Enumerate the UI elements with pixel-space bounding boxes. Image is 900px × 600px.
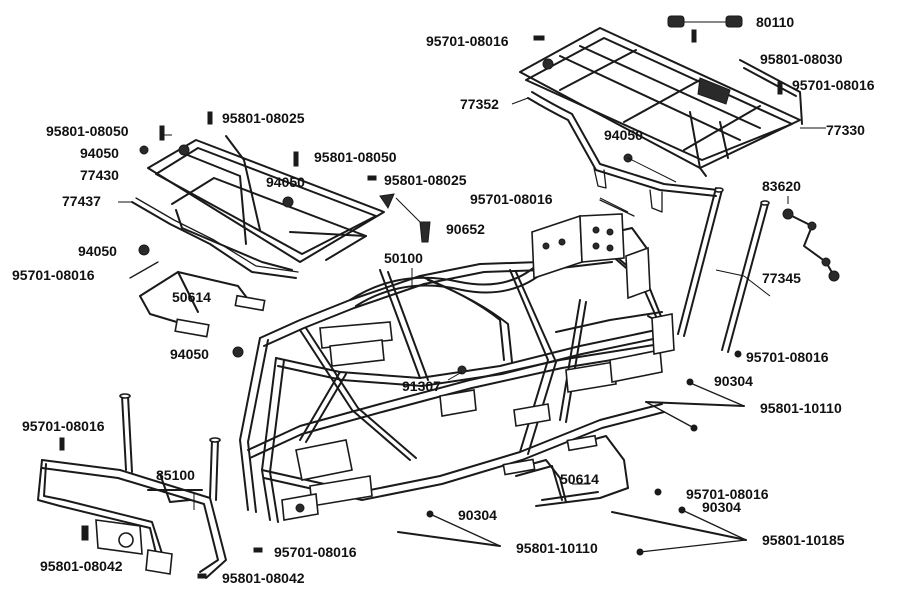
footrest-bracket-50614-lower [502,434,629,507]
label-90304-c: 90304 [702,499,741,515]
label-94050-d: 94050 [170,346,209,362]
leader-lines [118,97,826,510]
label-50614-a: 50614 [172,289,211,305]
label-50100: 50100 [384,250,423,266]
label-94050-c: 94050 [78,243,117,259]
label-95801-10110-b: 95801-10110 [516,540,598,556]
small-hardware [59,29,783,579]
front-brace-77437 [131,197,299,279]
label-95701-08016-mid: 95701-08016 [470,191,553,207]
label-90304-a: 90304 [714,373,753,389]
label-95701-08016-front: 95701-08016 [22,418,105,434]
label-77437: 77437 [62,193,101,209]
label-95801-10185: 95801-10185 [762,532,845,548]
label-95701-08016-r3: 95701-08016 [686,486,769,502]
label-95801-08025-b: 95801-08025 [384,172,467,188]
label-94050-b: 94050 [266,174,305,190]
rear-crossbar-77352 [527,91,719,213]
main-frame-50100 [239,213,675,523]
label-95801-08050-a: 95801-08050 [46,123,129,139]
caps-80110 [667,15,743,28]
label-90304-b: 90304 [458,507,497,523]
label-77330: 77330 [826,122,865,138]
label-85100: 85100 [156,467,195,483]
label-95701-08016-bot: 95701-08016 [274,544,357,560]
label-95701-08016-r1: 95701-08016 [792,77,875,93]
label-95701-08016-r2: 95701-08016 [746,349,829,365]
label-50614-b: 50614 [560,471,599,487]
label-95801-10110-a: 95801-10110 [760,400,842,416]
label-77345: 77345 [762,270,801,286]
label-77352: 77352 [460,96,499,112]
label-95801-08050-b: 95801-08050 [314,149,397,165]
long-bolts [397,378,747,556]
callout-labels: 80110 95701-08016 95801-08030 95701-0801… [12,14,875,586]
label-77430: 77430 [80,167,119,183]
front-bumper-85100 [37,393,227,579]
rear-support-struts-77345 [677,187,770,353]
label-95701-08016-top: 95701-08016 [426,33,509,49]
label-95801-08030: 95801-08030 [760,51,843,67]
label-83620: 83620 [762,178,801,194]
label-90652: 90652 [446,221,485,237]
label-94050-a: 94050 [80,145,119,161]
footrest-bracket-50614-upper [139,271,266,338]
label-95701-08016-left: 95701-08016 [12,267,95,283]
label-95801-08042-a: 95801-08042 [40,558,123,574]
linkage-83620 [782,208,840,282]
rear-carrier-77330 [519,27,803,177]
label-91307: 91307 [402,378,441,394]
label-80110: 80110 [756,14,794,30]
label-95801-08042-b: 95801-08042 [222,570,305,586]
label-94050-top: 94050 [604,127,643,143]
label-95801-08025-a: 95801-08025 [222,110,305,126]
